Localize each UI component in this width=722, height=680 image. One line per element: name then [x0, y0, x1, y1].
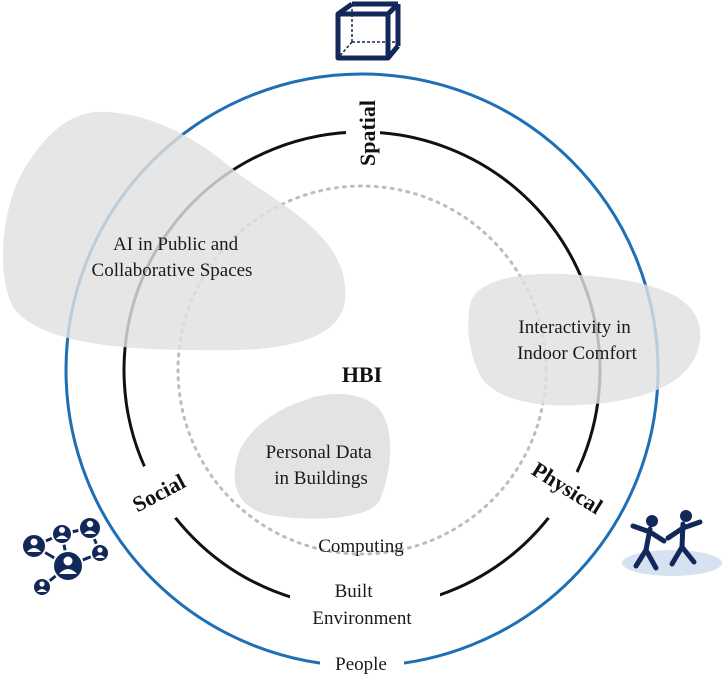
personal-data-label: Personal Data in Buildings — [266, 442, 377, 489]
people-label: People — [335, 654, 387, 675]
people-dancing-icon — [622, 510, 722, 576]
built-environment-label: Built Environment — [312, 581, 412, 629]
people-label-gap — [320, 650, 404, 680]
personal-data-area — [234, 394, 391, 519]
computing-label: Computing — [318, 536, 404, 557]
indoor-comfort-label-line1: Interactivity in — [518, 317, 631, 338]
personal-data-label-line2: in Buildings — [274, 468, 367, 489]
public-spaces-area — [3, 111, 346, 351]
public-spaces-label-line1: AI in Public and — [113, 234, 239, 255]
public-spaces-label-line2: Collaborative Spaces — [92, 260, 253, 281]
built-environment-label-line1: Built — [335, 581, 374, 602]
indoor-comfort-label-line2: Indoor Comfort — [517, 343, 638, 364]
social-network-icon — [21, 516, 110, 597]
indoor-comfort-area — [468, 273, 701, 406]
personal-data-label-line1: Personal Data — [266, 442, 373, 463]
physical-label-gap — [509, 447, 623, 547]
built-env-label-gap — [290, 580, 440, 635]
indoor-comfort-label: Interactivity in Indoor Comfort — [517, 317, 638, 364]
spatial-label: Spatial — [355, 100, 380, 166]
built-environment-label-line2: Environment — [312, 608, 412, 629]
social-label-gap — [108, 445, 212, 539]
public-spaces-label: AI in Public and Collaborative Spaces — [92, 234, 253, 281]
cube-icon — [335, 1, 401, 61]
spatial-label-gap — [346, 88, 380, 172]
center-label: HBI — [342, 362, 382, 387]
